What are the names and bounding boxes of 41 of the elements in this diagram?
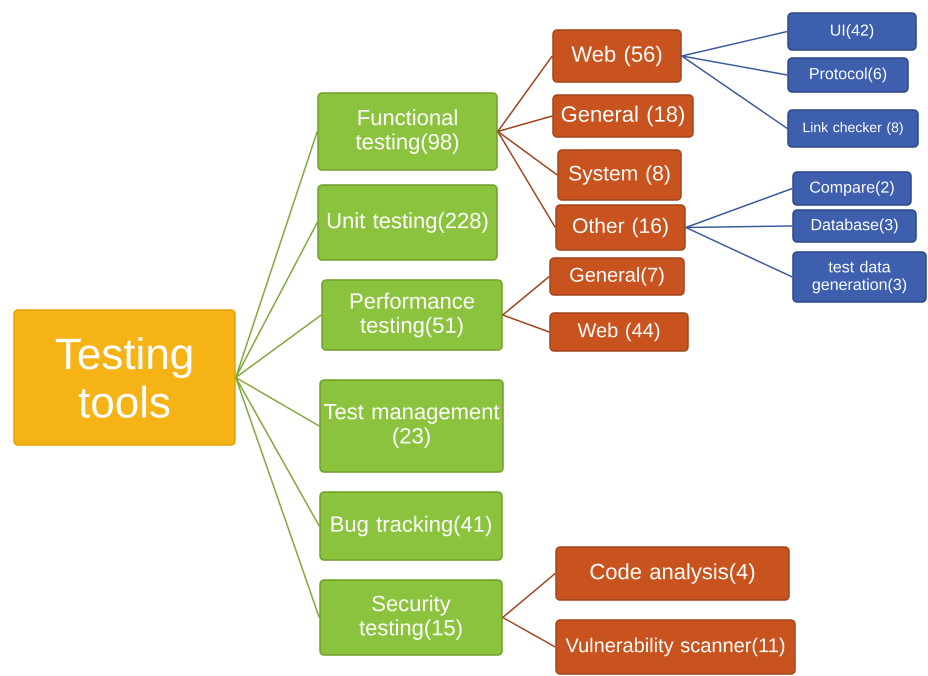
connector-line	[235, 376, 320, 427]
connector-line	[235, 377, 320, 618]
connector-line	[235, 377, 320, 526]
category-box: Unit testing(228)	[317, 184, 498, 261]
subcategory-box: General(7)	[549, 257, 685, 296]
connector-line	[686, 188, 793, 228]
subcategory-box: Web (56)	[552, 29, 682, 83]
subcategory-box: Web (44)	[549, 312, 689, 352]
connector-line	[685, 226, 793, 278]
connector-line	[497, 131, 556, 228]
connector-line	[502, 616, 556, 648]
connector-line	[682, 30, 788, 57]
subcategory-box: Code analysis(4)	[555, 546, 790, 601]
connector-line	[497, 130, 558, 176]
tool-box: Compare(2)	[792, 171, 912, 206]
category-box: Bug tracking(41)	[319, 491, 503, 561]
connector-line	[502, 314, 550, 333]
connector-line	[497, 56, 553, 132]
subcategory-box: General (18)	[552, 94, 694, 138]
category-box: Functional testing(98)	[317, 92, 498, 171]
category-box: Test management (23)	[319, 379, 504, 473]
connector-line	[502, 572, 556, 618]
tool-box: test data generation(3)	[792, 251, 927, 303]
connector-line	[235, 314, 322, 378]
subcategory-box: System (8)	[557, 149, 682, 201]
tool-box: Database(3)	[792, 209, 917, 243]
subcategory-box: Other (16)	[555, 204, 686, 251]
category-box: Performance testing(51)	[321, 279, 503, 351]
root-box: Testing tools	[13, 309, 236, 446]
tool-box: Protocol(6)	[787, 57, 909, 93]
connector-line	[235, 222, 318, 378]
tool-box: Link checker (8)	[787, 109, 919, 148]
subcategory-box: Vulnerability scanner(11)	[555, 619, 796, 675]
connector-line	[686, 225, 792, 228]
connector-line	[498, 115, 552, 132]
category-box: Security testing(15)	[319, 579, 503, 656]
connector-line	[502, 276, 550, 316]
connector-line	[682, 55, 788, 76]
connector-line	[235, 131, 318, 378]
tool-box: UI(42)	[787, 12, 917, 51]
connector-line	[681, 55, 788, 130]
